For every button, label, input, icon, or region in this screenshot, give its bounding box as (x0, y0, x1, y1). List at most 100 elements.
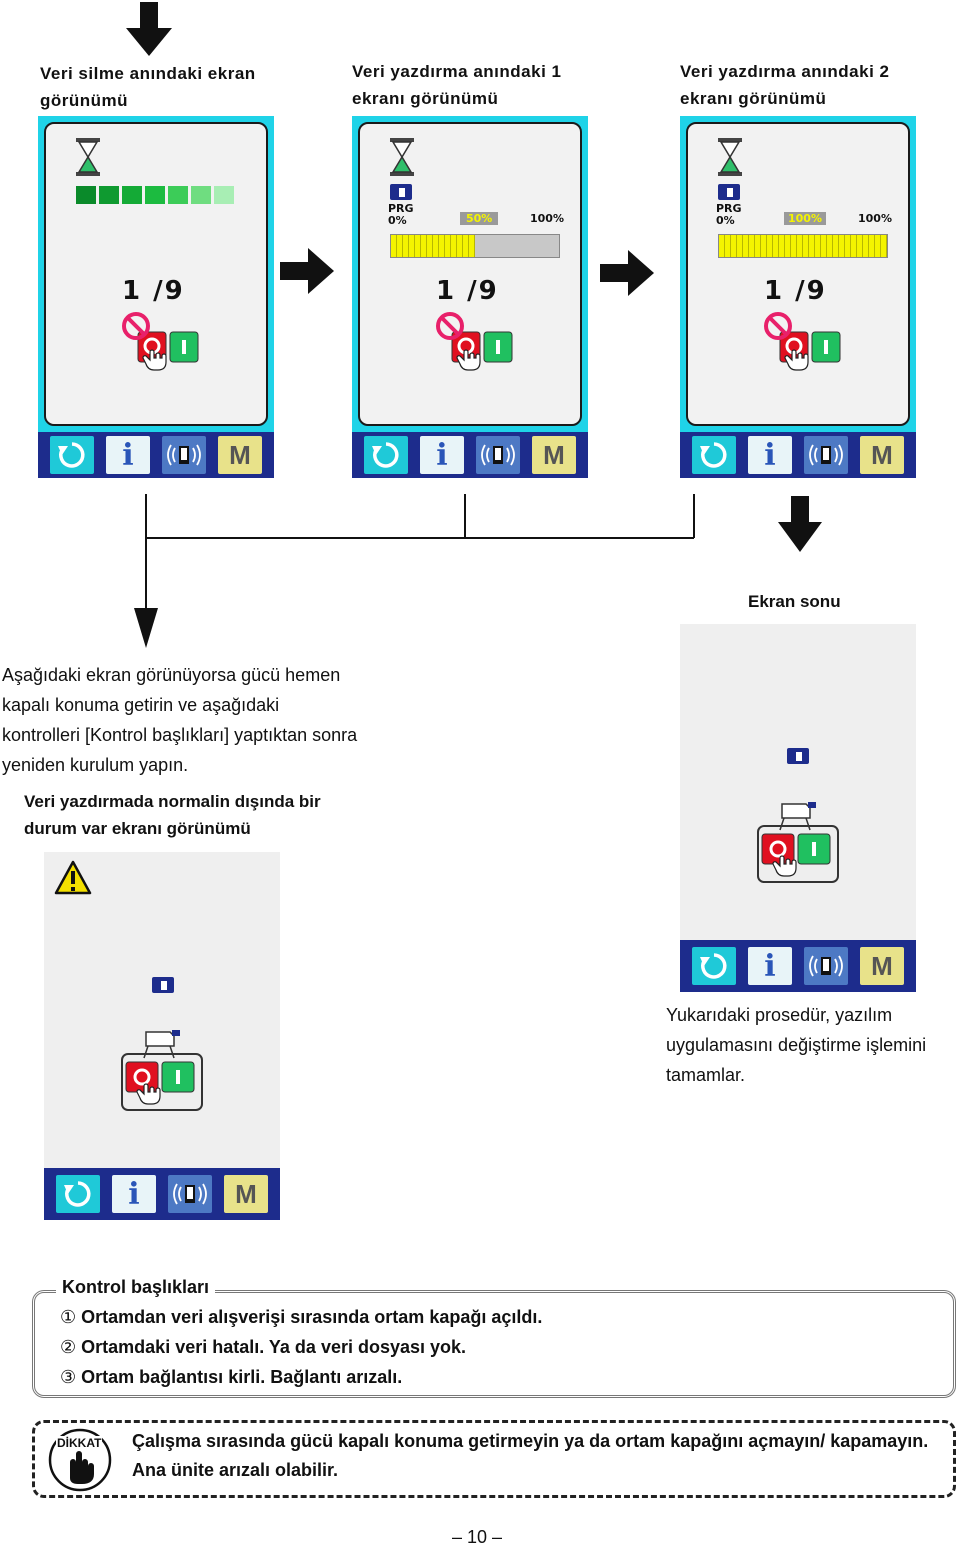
check-items-list: ① Ortamdan veri alışverişi sırasında ort… (60, 1302, 940, 1392)
prg-label: PRG (388, 202, 414, 215)
mode-icon: M (871, 439, 893, 470)
media-icon (390, 184, 412, 200)
communication-button[interactable] (476, 436, 520, 474)
down-arrow-icon (778, 496, 822, 552)
progress-segment (99, 186, 119, 204)
media-replace-icon (757, 802, 839, 883)
screen-toolbar: i M (38, 432, 274, 478)
screen-area: PRG 0% 100% 100% 1 /9 (686, 122, 910, 426)
screen-area: PRG 0% 50% 100% 1 /9 (358, 122, 582, 426)
procedure-complete-text: Yukarıdaki prosedür, yazılım uygulamasın… (666, 1005, 927, 1085)
caution-box (32, 1420, 956, 1498)
no-media-change-icon (436, 312, 513, 371)
info-icon: i (764, 948, 776, 984)
hourglass-icon (390, 138, 414, 176)
check-items-box (32, 1290, 956, 1398)
mode-icon: M (235, 1178, 257, 1209)
progress-segment (191, 186, 211, 204)
no-media-change-icon (764, 312, 841, 371)
right-arrow-icon (600, 250, 654, 296)
mode-button[interactable]: M (224, 1175, 268, 1213)
information-button[interactable]: i (748, 436, 792, 474)
write-progress-bar (390, 234, 560, 258)
power-off-instruction: Aşağıdaki ekran görünüyorsa gücü hemen k… (2, 665, 358, 775)
reset-icon (64, 1181, 91, 1207)
information-button[interactable]: i (106, 436, 150, 474)
progress-segment (145, 186, 165, 204)
caption-write2-screen: Veri yazdırma anındaki 2 ekranı görünümü (680, 62, 890, 108)
communication-button[interactable] (162, 436, 206, 474)
reset-icon (58, 442, 85, 468)
media-icon (718, 184, 740, 200)
progress-segment (168, 186, 188, 204)
percent-end: 100% (530, 212, 564, 225)
mode-button[interactable]: M (218, 436, 262, 474)
write-progress-fill (391, 235, 475, 257)
communication-icon (173, 1183, 207, 1205)
media-icon (152, 977, 174, 993)
mode-button[interactable]: M (860, 436, 904, 474)
reset-button[interactable] (56, 1175, 100, 1213)
right-arrow-icon (280, 248, 334, 294)
caption-screen-end: Ekran sonu (748, 592, 841, 611)
mode-button[interactable]: M (860, 947, 904, 985)
caption-error-screen: Veri yazdırmada normalin dışında bir dur… (24, 792, 321, 838)
page-fraction: 1 /9 (122, 276, 185, 306)
screen-toolbar: i M (680, 940, 916, 992)
page-fraction: 1 /9 (436, 276, 499, 306)
no-media-change-icon (122, 312, 199, 371)
information-button[interactable]: i (420, 436, 464, 474)
media-icon (787, 748, 809, 764)
progress-segment (214, 186, 234, 204)
communication-button[interactable] (804, 436, 848, 474)
media-replace-icon (121, 1030, 203, 1111)
check-items-title: Kontrol başlıkları (56, 1277, 216, 1298)
reset-button[interactable] (692, 947, 736, 985)
reset-icon (700, 442, 727, 468)
communication-button[interactable] (168, 1175, 212, 1213)
percent-end: 100% (858, 212, 892, 225)
percent-current: 100% (784, 212, 826, 225)
mode-icon: M (871, 950, 893, 981)
hourglass-icon (76, 138, 100, 176)
reset-icon (372, 442, 399, 468)
mode-icon: M (229, 439, 251, 470)
info-icon: i (436, 437, 448, 473)
percent-current: 50% (460, 212, 499, 225)
caution-badge: DİKKAT (56, 1436, 103, 1450)
warning-icon (54, 860, 92, 895)
caption-write1-screen: Veri yazdırma anındaki 1 ekranı görünümü (352, 62, 562, 108)
write1-screen-panel: PRG 0% 50% 100% 1 /9 i M (352, 116, 588, 478)
prg-label: PRG (716, 202, 742, 215)
communication-button[interactable] (804, 947, 848, 985)
info-icon: i (764, 437, 776, 473)
screen-toolbar: i M (44, 1168, 280, 1220)
communication-icon (809, 444, 843, 466)
write2-screen-panel: PRG 0% 100% 100% 1 /9 i M (680, 116, 916, 478)
information-button[interactable]: i (748, 947, 792, 985)
reset-button[interactable] (364, 436, 408, 474)
write-progress-bar (718, 234, 888, 258)
caption-delete-screen: Veri silme anındaki ekran görünümü (40, 64, 256, 110)
communication-icon (809, 955, 843, 977)
write-progress-fill (719, 235, 887, 257)
page-fraction: 1 /9 (764, 276, 827, 306)
information-button[interactable]: i (112, 1175, 156, 1213)
mode-button[interactable]: M (532, 436, 576, 474)
reset-button[interactable] (692, 436, 736, 474)
info-icon: i (128, 1176, 140, 1212)
percent-start: 0% (716, 214, 735, 227)
screen-area: 1 /9 (44, 122, 268, 426)
screen-toolbar: i M (352, 432, 588, 478)
screen-toolbar: i M (680, 432, 916, 478)
check-item: ③ Ortam bağlantısı kirli. Bağlantı arıza… (60, 1367, 403, 1387)
percent-start: 0% (388, 214, 407, 227)
check-item: ① Ortamdan veri alışverişi sırasında ort… (60, 1307, 543, 1327)
progress-segment (122, 186, 142, 204)
reset-button[interactable] (50, 436, 94, 474)
page-number: – 10 – (452, 1527, 503, 1547)
check-item: ② Ortamdaki veri hatalı. Ya da veri dosy… (60, 1337, 467, 1357)
down-arrow-icon (126, 2, 172, 56)
caution-text: Çalışma sırasında gücü kapalı konuma get… (132, 1431, 929, 1480)
reset-icon (700, 953, 727, 979)
